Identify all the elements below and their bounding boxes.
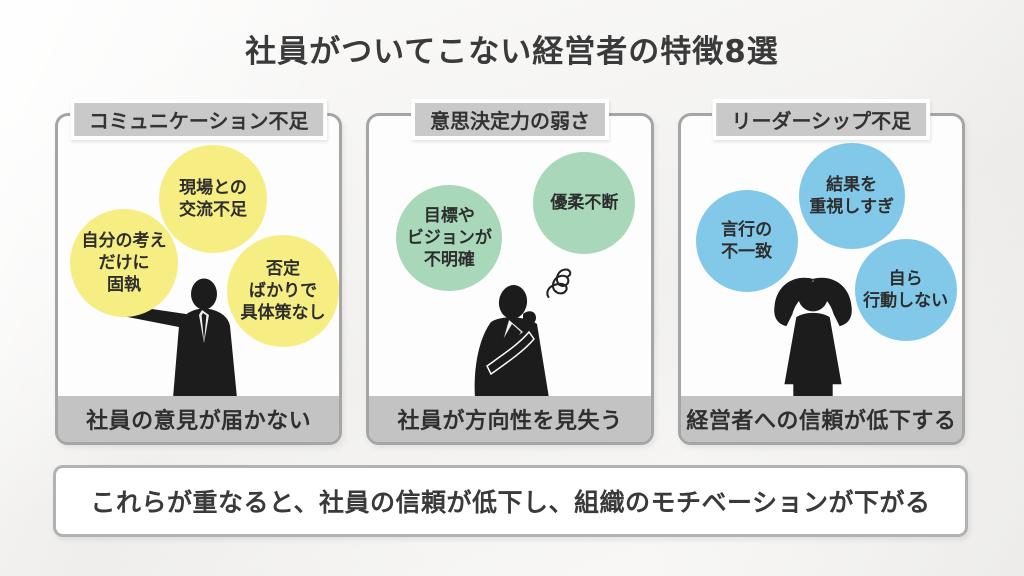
head-holding-person-figure xyxy=(773,277,852,398)
panel-communication-body: 現場との 交流不足 自分の考え だけに 固執 否定 ばかりで 具体策なし xyxy=(58,116,339,442)
bubble-line: 目標や xyxy=(423,205,475,226)
cause-bubble: 結果を 重視しすぎ xyxy=(798,143,905,249)
bubble-line: 具体策なし xyxy=(240,303,326,324)
thinking-businessman-figure xyxy=(474,285,550,398)
confusion-scribble-icon xyxy=(546,268,572,299)
cause-bubble: 優柔不断 xyxy=(533,152,636,254)
bubble-line: だけに xyxy=(98,252,150,273)
bubble-line: 不明確 xyxy=(423,250,475,271)
bubble-line: 不一致 xyxy=(721,242,773,262)
panel-leadership-caption: 経営者への信頼が低下する xyxy=(680,396,962,442)
bubble-line: 結果を xyxy=(826,174,878,195)
panel-leadership: リーダーシップ不足 結果を 重視しすぎ 言行の 不一致 自ら 行動しない xyxy=(677,99,965,445)
bubble-line: 交流不足 xyxy=(179,200,247,220)
panel-communication: コミュニケーション不足 現場との 交流不足 自分の考え だけに 固執 否定 ばか… xyxy=(55,99,343,445)
bubble-line: 自ら xyxy=(888,268,923,289)
bubble-line: 重視しすぎ xyxy=(809,197,894,217)
bubble-line: 優柔不断 xyxy=(550,192,619,213)
cause-bubble: 目標や ビジョンが 不明確 xyxy=(396,185,503,291)
panel-communication-caption: 社員の意見が届かない xyxy=(58,396,340,442)
panel-decision-header: 意思決定力の弱さ xyxy=(410,99,609,140)
panel-leadership-header: リーダーシップ不足 xyxy=(712,99,931,140)
pointing-businessman-figure xyxy=(106,278,237,398)
panel-communication-header: コミュニケーション不足 xyxy=(69,99,328,140)
cause-bubble: 現場との 交流不足 xyxy=(159,145,267,253)
conclusion-banner: これらが重なると、社員の信頼が低下し、組織のモチベーションが下がる xyxy=(53,465,968,537)
panel-decision: 意思決定力の弱さ 目標や ビジョンが 不明確 優柔不断 xyxy=(366,99,654,445)
bubble-line: 現場との xyxy=(179,177,247,198)
bubble-line: ばかりで xyxy=(248,280,318,301)
panel-decision-body: 目標や ビジョンが 不明確 優柔不断 xyxy=(369,116,650,442)
page-title: 社員がついてこない経営者の特徴8選 xyxy=(245,34,779,70)
bubble-line: 否定 xyxy=(266,258,300,279)
cause-bubble: 否定 ばかりで 具体策なし xyxy=(227,235,339,347)
bubble-line: ビジョンが xyxy=(406,227,492,248)
cause-bubble: 言行の 不一致 xyxy=(695,190,798,292)
panel-decision-caption: 社員が方向性を見失う xyxy=(369,396,651,442)
panel-leadership-body: 結果を 重視しすぎ 言行の 不一致 自ら 行動しない xyxy=(681,116,962,442)
panels-row: コミュニケーション不足 現場との 交流不足 自分の考え だけに 固執 否定 ばか… xyxy=(55,99,965,445)
bubble-line: 固執 xyxy=(107,275,141,296)
bubble-line: 行動しない xyxy=(863,291,949,311)
cause-bubble: 自分の考え だけに 固執 xyxy=(70,209,178,317)
cause-bubble: 自ら 行動しない xyxy=(854,239,957,341)
bubble-line: 自分の考え xyxy=(81,230,167,251)
bubble-line: 言行の xyxy=(721,219,773,240)
